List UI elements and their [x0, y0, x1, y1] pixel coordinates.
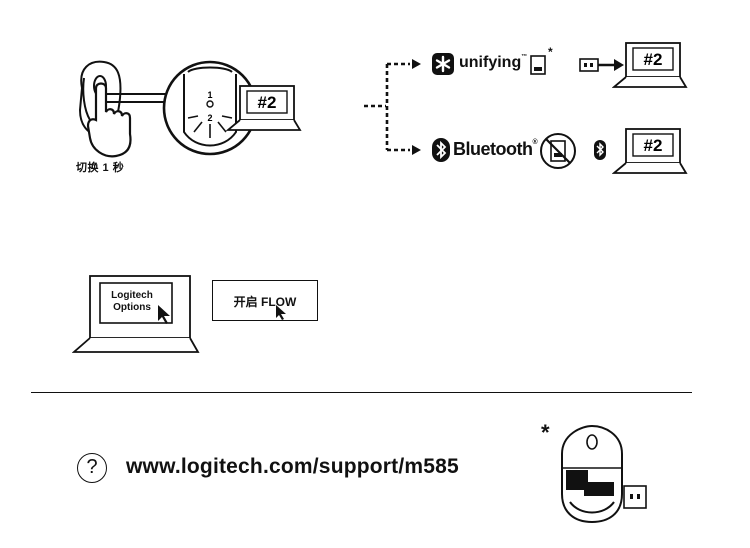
help-icon: ?	[77, 453, 107, 483]
hand-icon	[86, 82, 132, 158]
mouse-receiver-storage-icon	[561, 424, 647, 524]
laptop-icon: #2	[612, 128, 688, 174]
blink-rays-icon	[187, 115, 233, 138]
no-receiver-icon	[540, 133, 576, 169]
receiver-footnote-star: *	[541, 420, 550, 445]
laptop-icon: #2	[226, 85, 302, 131]
unifying-text: unifying	[459, 54, 522, 71]
screen-number-label: #2	[258, 93, 277, 112]
cursor-icon	[158, 305, 170, 324]
usb-receiver-arrow-icon	[579, 58, 624, 72]
channel-2-label: 2	[207, 113, 212, 123]
switch-duration-label: 切换 1 秒	[76, 162, 125, 174]
unifying-footnote-star: *	[548, 45, 553, 59]
enable-flow-label: 开启 FLOW	[233, 295, 297, 309]
channel-1-label: 1	[207, 90, 212, 100]
software-line-1: Logitech	[111, 290, 153, 301]
mouse-switch-illustration: 1 2	[78, 60, 258, 158]
software-name: Logitech Options	[104, 290, 160, 314]
bluetooth-logo-icon	[432, 138, 450, 162]
registered-mark: ®	[532, 139, 538, 146]
unifying-logo-icon	[432, 53, 454, 75]
enable-flow-button[interactable]: 开启 FLOW	[212, 280, 318, 321]
bluetooth-label: Bluetooth®	[453, 139, 538, 160]
bluetooth-text: Bluetooth	[453, 139, 533, 159]
unifying-label: unifying™	[459, 54, 527, 72]
cursor-icon	[276, 305, 286, 320]
laptop-options-icon	[72, 275, 200, 353]
screen-number-label: #2	[644, 136, 663, 155]
support-url[interactable]: www.logitech.com/support/m585	[126, 455, 459, 478]
bluetooth-small-icon	[594, 140, 606, 160]
branch-connector	[364, 59, 421, 155]
screen-number-label: #2	[644, 50, 663, 69]
section-divider	[31, 392, 692, 393]
laptop-icon: #2	[612, 42, 688, 88]
software-line-2: Options	[113, 302, 151, 313]
receiver-small-icon	[530, 55, 546, 75]
trademark-mark: ™	[521, 54, 528, 60]
